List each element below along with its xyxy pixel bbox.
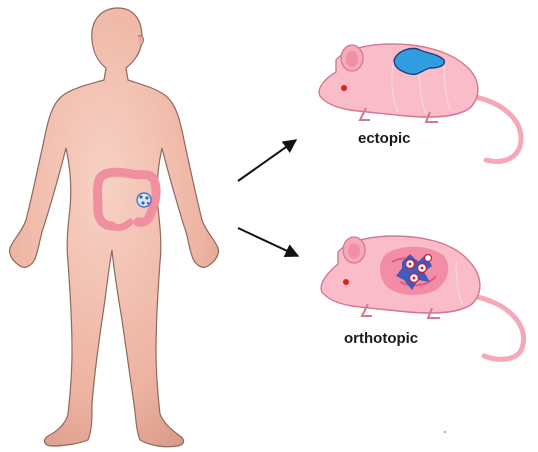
arrow-to-orthotopic [238, 228, 298, 256]
colon-tumor-icon [137, 193, 151, 207]
arrow-to-ectopic [238, 140, 296, 181]
human-body-icon [10, 8, 219, 447]
orthotopic-label: orthotopic [344, 330, 418, 347]
ectopic-label: ectopic [358, 130, 411, 147]
mouse-ectopic-icon [319, 44, 521, 161]
